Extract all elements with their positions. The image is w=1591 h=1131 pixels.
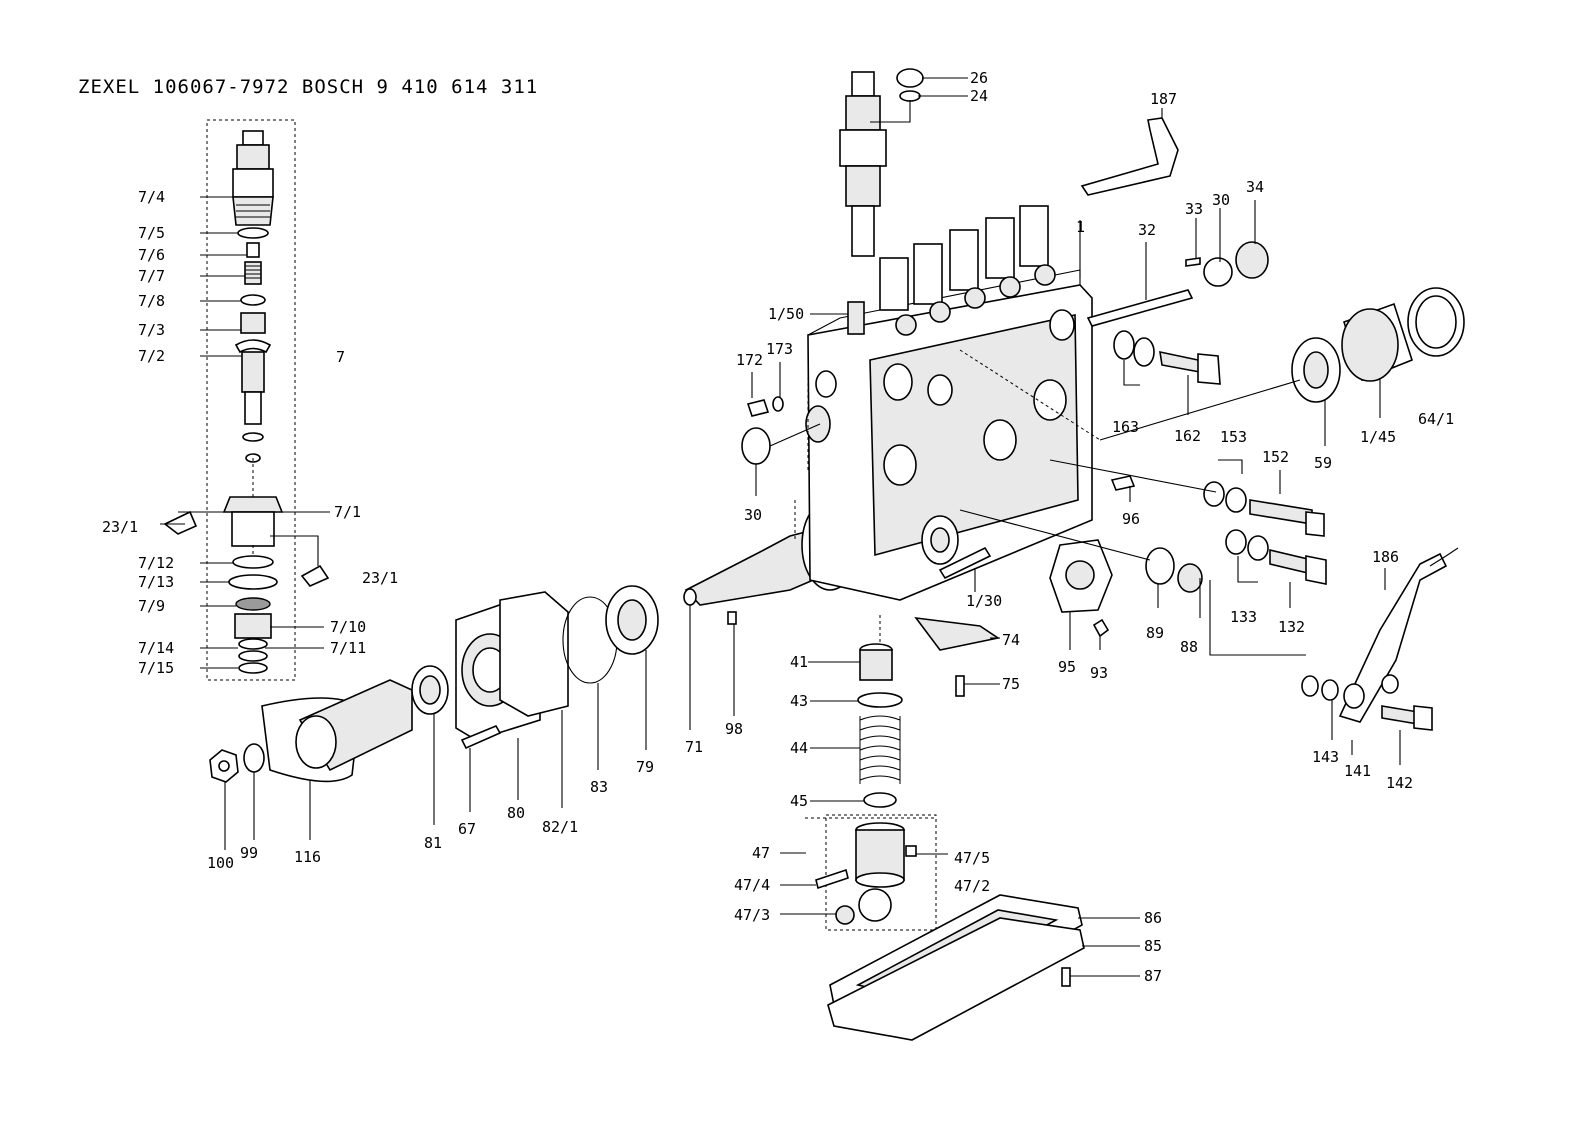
label-98: 98: [725, 720, 743, 738]
label-23-1-left: 23/1: [102, 518, 138, 536]
label-7-7: 7/7: [138, 267, 165, 285]
diagram-title: ZEXEL 106067-7972 BOSCH 9 410 614 311: [78, 76, 538, 98]
right-side-parts-drawing: [1080, 117, 1465, 731]
label-7-9: 7/9: [138, 597, 165, 615]
label-132: 132: [1278, 618, 1305, 636]
label-82-1: 82/1: [542, 818, 578, 836]
leader-lines: [160, 77, 1401, 977]
label-162: 162: [1174, 427, 1201, 445]
label-93: 93: [1090, 664, 1108, 682]
label-32: 32: [1138, 221, 1156, 239]
label-43: 43: [790, 692, 808, 710]
label-7-15: 7/15: [138, 659, 174, 677]
label-30-left: 30: [744, 506, 762, 524]
label-64-1: 64/1: [1418, 410, 1454, 428]
label-71: 71: [685, 738, 703, 756]
label-89: 89: [1146, 624, 1164, 642]
label-47-3: 47/3: [734, 906, 770, 924]
label-7-5: 7/5: [138, 224, 165, 242]
label-7-1: 7/1: [334, 503, 361, 521]
label-7: 7: [336, 348, 345, 366]
label-30-top: 30: [1212, 191, 1230, 209]
label-79: 79: [636, 758, 654, 776]
label-59: 59: [1314, 454, 1332, 472]
label-7-8: 7/8: [138, 292, 165, 310]
label-33: 33: [1185, 200, 1203, 218]
label-7-10: 7/10: [330, 618, 366, 636]
label-47-2: 47/2: [954, 877, 990, 895]
label-1-30: 1/30: [966, 592, 1002, 610]
label-133: 133: [1230, 608, 1257, 626]
delivery-valve-assembly-drawing: [163, 119, 330, 681]
label-186: 186: [1372, 548, 1399, 566]
label-7-11: 7/11: [330, 639, 366, 657]
label-24: 24: [970, 87, 988, 105]
label-67: 67: [458, 820, 476, 838]
label-7-6: 7/6: [138, 246, 165, 264]
label-80: 80: [507, 804, 525, 822]
label-7-13: 7/13: [138, 573, 174, 591]
label-44: 44: [790, 739, 808, 757]
label-187: 187: [1150, 90, 1177, 108]
label-116: 116: [294, 848, 321, 866]
label-7-12: 7/12: [138, 554, 174, 572]
label-26: 26: [970, 69, 988, 87]
label-47-5: 47/5: [954, 849, 990, 867]
label-1-50: 1/50: [768, 305, 804, 323]
label-85: 85: [1144, 937, 1162, 955]
label-47-4: 47/4: [734, 876, 770, 894]
label-95: 95: [1058, 658, 1076, 676]
part-labels: 7/4 7/5 7/6 7/7 7/8 7/3 7/2 7 7/1 23/1 2…: [102, 69, 1454, 985]
label-141: 141: [1344, 762, 1371, 780]
label-45: 45: [790, 792, 808, 810]
label-81: 81: [424, 834, 442, 852]
label-1: 1: [1076, 218, 1085, 236]
label-173: 173: [766, 340, 793, 358]
label-83: 83: [590, 778, 608, 796]
label-7-4: 7/4: [138, 188, 165, 206]
label-7-14: 7/14: [138, 639, 174, 657]
label-99: 99: [240, 844, 258, 862]
label-41: 41: [790, 653, 808, 671]
label-75: 75: [1002, 675, 1020, 693]
label-172: 172: [736, 351, 763, 369]
drive-end-parts-drawing: [209, 499, 861, 783]
label-163: 163: [1112, 418, 1139, 436]
label-153: 153: [1220, 428, 1247, 446]
label-1-45: 1/45: [1360, 428, 1396, 446]
label-100: 100: [207, 854, 234, 872]
label-88: 88: [1180, 638, 1198, 656]
label-143: 143: [1312, 748, 1339, 766]
label-86: 86: [1144, 909, 1162, 927]
tappet-spring-stack-drawing: [815, 616, 1085, 1041]
pump-housing-drawing: [741, 68, 1136, 638]
label-23-1-right: 23/1: [362, 569, 398, 587]
label-7-2: 7/2: [138, 347, 165, 365]
label-34: 34: [1246, 178, 1264, 196]
label-74: 74: [1002, 631, 1020, 649]
dashed-guide-lines: [252, 335, 1101, 819]
label-142: 142: [1386, 774, 1413, 792]
label-152: 152: [1262, 448, 1289, 466]
label-7-3: 7/3: [138, 321, 165, 339]
label-47: 47: [752, 844, 770, 862]
label-96: 96: [1122, 510, 1140, 528]
label-87: 87: [1144, 967, 1162, 985]
